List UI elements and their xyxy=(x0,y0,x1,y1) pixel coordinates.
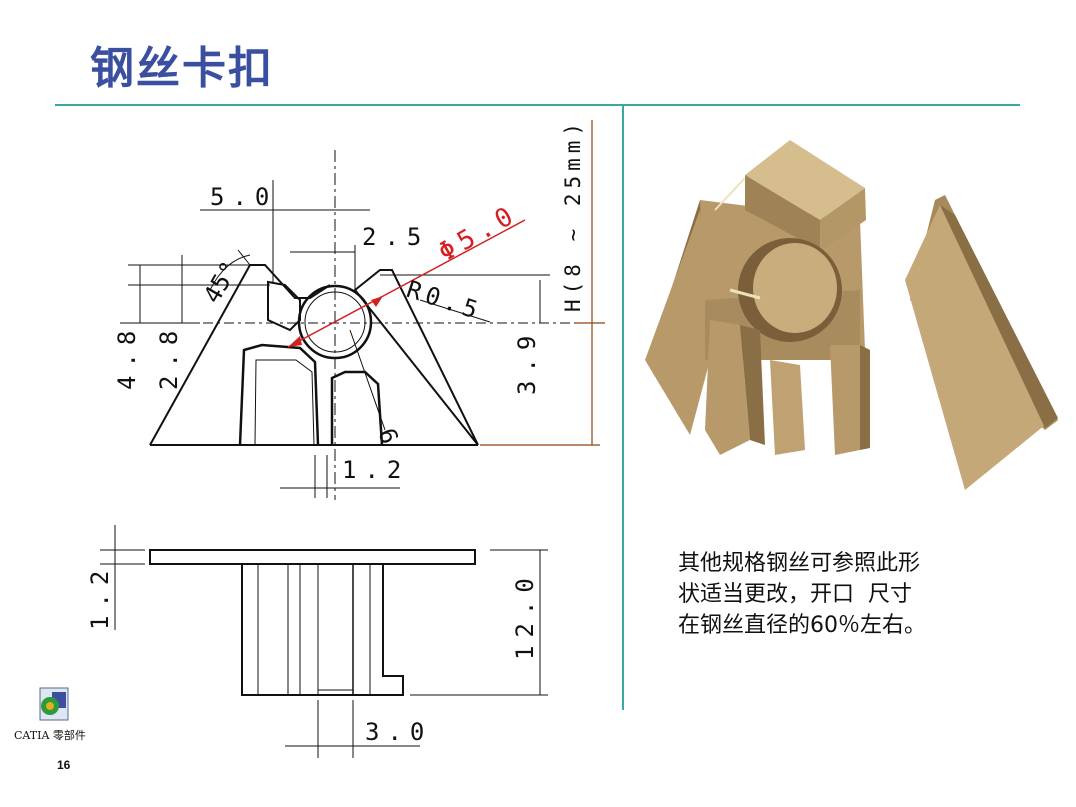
dim-12-0: 12.0 xyxy=(511,570,539,660)
dim-phi-5-0: Φ5.0 xyxy=(434,199,524,268)
side-view xyxy=(149,549,476,696)
page-number: 16 xyxy=(57,758,71,772)
height-dimension xyxy=(480,120,605,446)
dim-1-2-side: 1.2 xyxy=(86,563,114,630)
dim-2-8: 2.8 xyxy=(155,323,183,390)
slide-title: 钢丝卡扣 xyxy=(90,43,274,94)
catia-label: CATIA 零部件 xyxy=(14,729,86,742)
dim-45: 45° xyxy=(198,256,244,308)
dim-4-8: 4.8 xyxy=(113,323,141,390)
dim-3-0: 3.0 xyxy=(365,718,432,746)
dim-2-5: 2.5 xyxy=(362,223,429,251)
dim-3-9: 3.9 xyxy=(513,328,541,395)
dim-5-0: 5.0 xyxy=(210,183,277,211)
part-3d-render xyxy=(645,140,1058,490)
note-line-1: 其他规格钢丝可参照此形 xyxy=(678,551,921,576)
dim-h: H(8 ~ 25mm) xyxy=(561,118,585,312)
catia-part-icon[interactable] xyxy=(36,686,72,722)
side-dimension-lines xyxy=(100,525,548,758)
column-divider xyxy=(622,106,624,710)
front-dimension-lines xyxy=(120,180,550,498)
title-divider xyxy=(55,104,1020,106)
note-line-2: 状适当更改，开口 尺寸 xyxy=(678,582,912,607)
front-view xyxy=(140,150,600,500)
design-note: 其他规格钢丝可参照此形 状适当更改，开口 尺寸 在钢丝直径的60％左右。 xyxy=(678,548,998,641)
diameter-leader xyxy=(287,219,526,348)
dim-1-2-front: 1.2 xyxy=(342,456,409,484)
note-line-3: 在钢丝直径的60％左右。 xyxy=(678,613,926,638)
